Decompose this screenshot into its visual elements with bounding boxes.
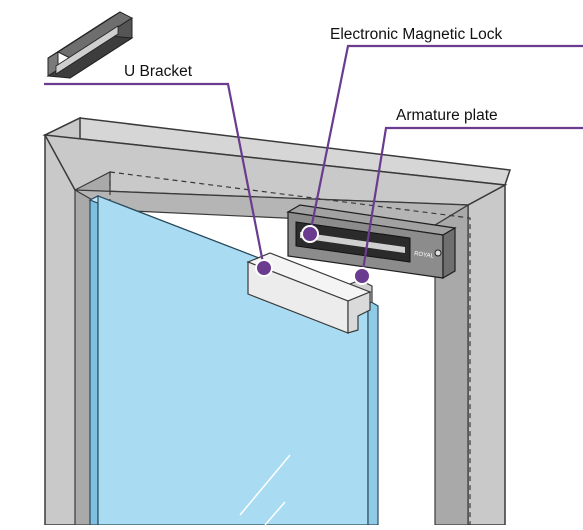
callout-line-magnetic-lock	[308, 44, 583, 235]
callout-dot-armature-plate	[353, 267, 371, 285]
label-armature-plate: Armature plate	[396, 107, 498, 124]
callout-dot-magnetic-lock	[301, 225, 319, 243]
lock-end-face	[442, 226, 456, 280]
magnetic-lock: ROYAL	[286, 204, 457, 280]
callout-dot-u-bracket	[255, 259, 273, 277]
callouts: U Bracket Electronic Magnetic Lock Armat…	[44, 26, 583, 285]
glass-edge-left	[89, 195, 99, 526]
glass-reflection-2	[264, 501, 286, 526]
lock-brand-mark: ROYAL	[414, 251, 435, 260]
frame-right-jamb	[467, 183, 506, 526]
callout-line-armature-plate	[360, 126, 583, 277]
glass-reflection-1	[239, 454, 291, 516]
u-bracket-side	[347, 291, 371, 334]
label-u-bracket: U Bracket	[124, 63, 193, 80]
lock-core-strip	[300, 232, 405, 253]
frame-stop-dashed-line	[109, 171, 471, 525]
led-indicator-icon	[434, 249, 442, 257]
u-bracket-profile-icon	[46, 11, 134, 79]
callout-line-u-bracket	[44, 82, 266, 269]
label-magnetic-lock: Electronic Magnetic Lock	[330, 26, 503, 43]
